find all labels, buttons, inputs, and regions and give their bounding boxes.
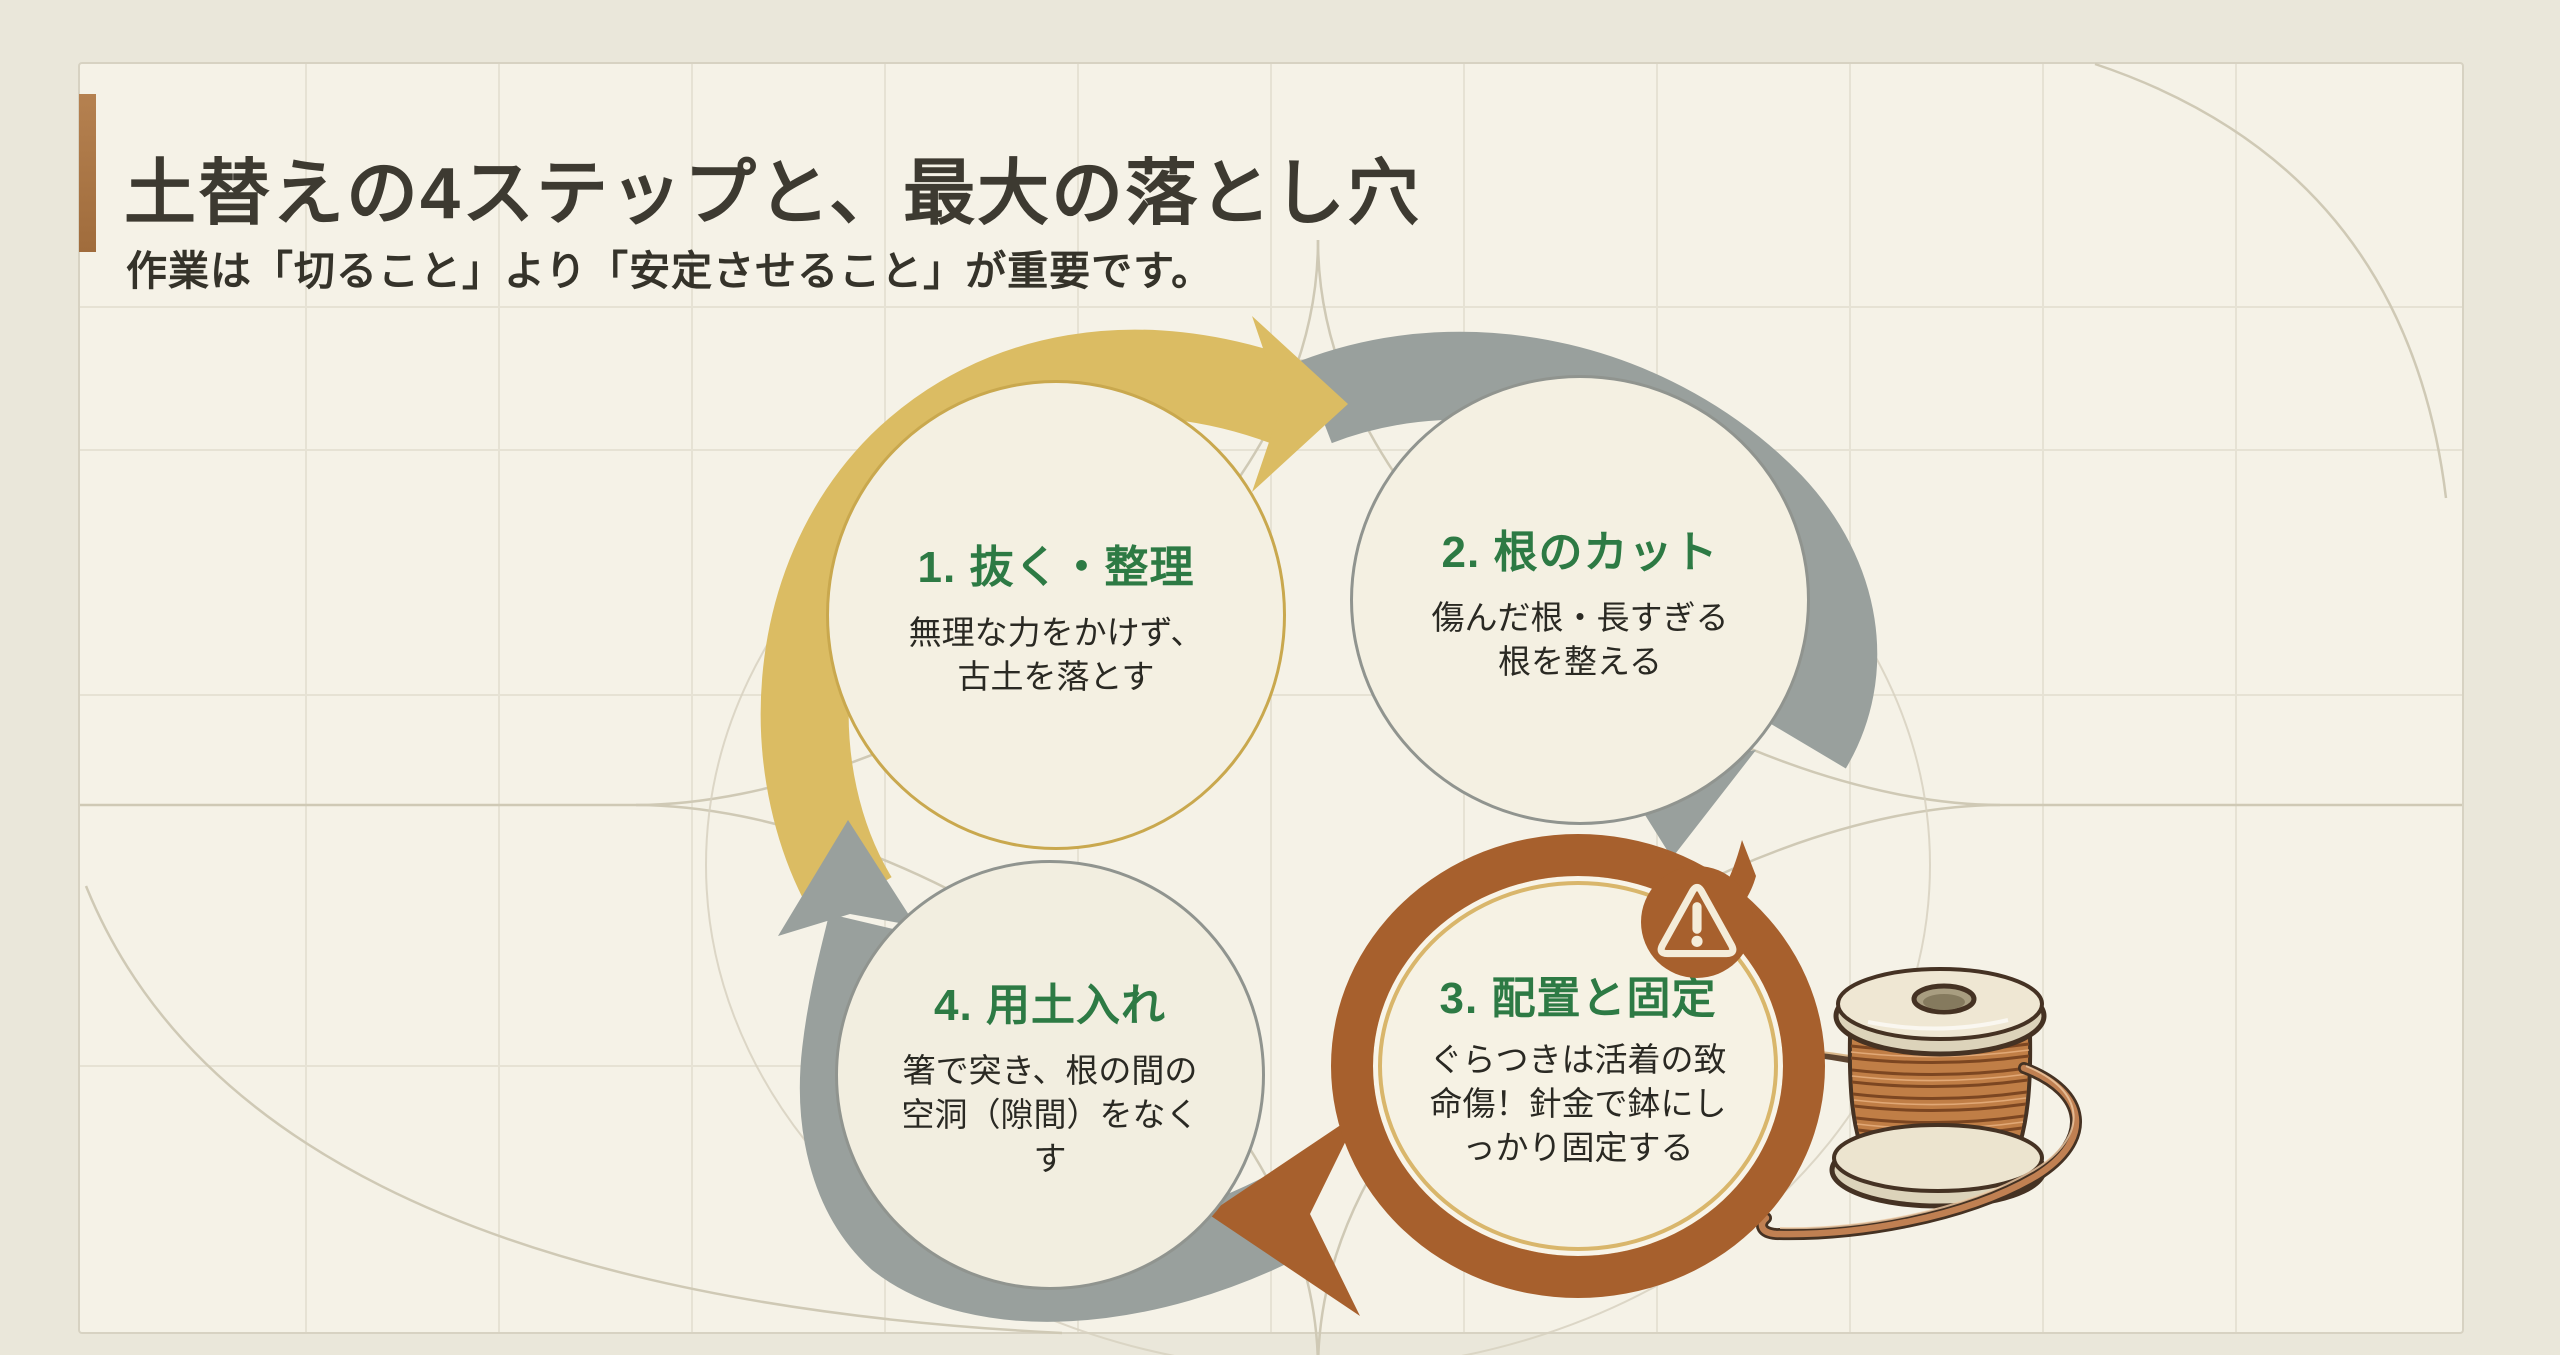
- arrowhead-left-icon: [1208, 1112, 1360, 1316]
- copper-wire-spool-illustration: [1699, 967, 2082, 1241]
- step-2-label: 2. 根のカット: [1441, 527, 1719, 577]
- warning-triangle-icon: [1657, 883, 1737, 958]
- step-2-desc: 傷んだ根・長すぎる 根を整える: [1431, 598, 1729, 680]
- step-1-desc: 無理な力をかけず、 古土を落とす: [908, 613, 1204, 695]
- page-title: 土替えの4ステップと、最大の落とし穴: [124, 154, 1422, 235]
- step-1-label: 1. 抜く・整理: [917, 542, 1195, 592]
- page-subtitle: 作業は「切ること」より「安定させること」が重要です。: [126, 248, 1214, 294]
- arrowhead-right-icon: [1252, 316, 1348, 492]
- step-circle-4: 4. 用土入れ 箸で突き、根の間の 空洞（隙間）をなく す: [835, 860, 1265, 1290]
- step-circle-2: 2. 根のカット 傷んだ根・長すぎる 根を整える: [1350, 375, 1810, 825]
- warning-badge: [1641, 866, 1753, 978]
- arrowhead-up-icon: [778, 820, 916, 936]
- step-circle-1: 1. 抜く・整理 無理な力をかけず、 古土を落とす: [826, 380, 1286, 850]
- title-accent-bar: [79, 94, 96, 252]
- step-4-desc: 箸で突き、根の間の 空洞（隙間）をなく す: [901, 1051, 1199, 1178]
- step-3-desc: ぐらつきは活着の致 命傷！針金で鉢にし っかり固定する: [1429, 1040, 1727, 1167]
- step-3-label: 3. 配置と固定: [1439, 973, 1717, 1023]
- step-4-label: 4. 用土入れ: [934, 980, 1166, 1030]
